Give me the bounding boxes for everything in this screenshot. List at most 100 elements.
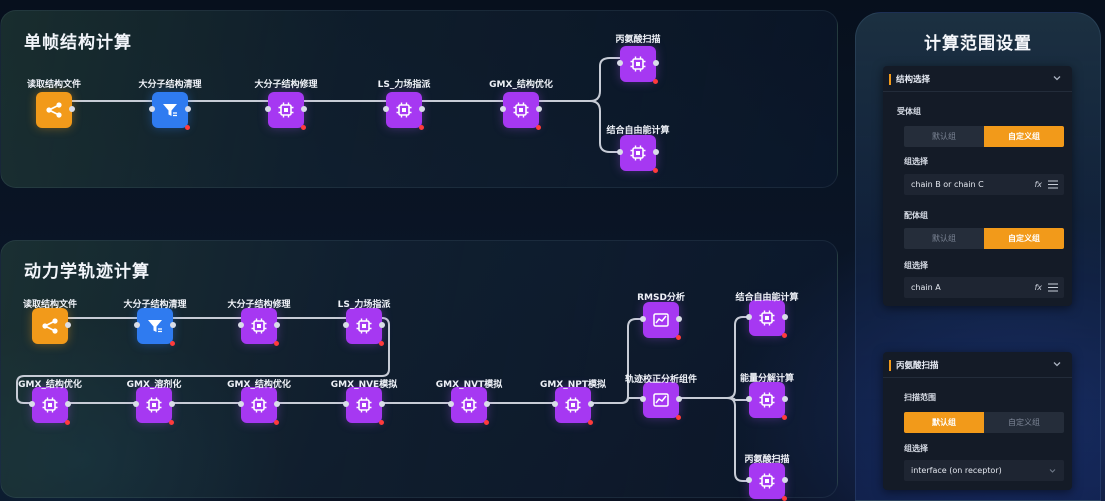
chip-icon	[759, 310, 775, 326]
single-label-binding-energy: 结合自由能计算	[606, 126, 670, 136]
chip-icon	[251, 397, 267, 413]
ligand-group-toggle: 默认组 自定义组	[904, 228, 1064, 249]
dyn-label-optimize: GMX_结构优化	[18, 380, 82, 390]
dyn-node-clean[interactable]	[134, 308, 176, 346]
structure-card-header[interactable]: 结构选择	[883, 66, 1072, 92]
chevron-down-icon[interactable]	[1051, 72, 1063, 84]
ligand-group-label: 配体组	[904, 211, 928, 220]
ligand-default-option[interactable]: 默认组	[904, 228, 984, 249]
chip-icon	[42, 397, 58, 413]
single-node-optimize[interactable]	[500, 92, 542, 130]
ligand-group-select-label: 组选择	[904, 261, 928, 270]
single-label-optimize: GMX_结构优化	[489, 80, 553, 90]
dyn-label-solvate: GMX_溶剂化	[126, 380, 182, 390]
single-node-forcefield[interactable]	[383, 92, 425, 130]
dyn-label-trajectory-analysis: 轨迹校正分析组件	[624, 375, 698, 385]
receptor-group-label: 受体组	[897, 107, 921, 116]
receptor-default-option[interactable]: 默认组	[904, 126, 984, 147]
filter-icon	[163, 104, 177, 117]
alanine-scan-card: 丙氨酸扫描 扫描范围 默认组 自定义组 组选择 interface (on re…	[883, 352, 1072, 490]
chip-icon	[759, 392, 775, 408]
dyn-node-optimize-2[interactable]	[238, 387, 280, 425]
single-node-alanine-scan[interactable]	[617, 46, 659, 84]
dyn-node-nvt[interactable]	[448, 387, 490, 425]
single-label-repair: 大分子结构修理	[254, 80, 318, 90]
dyn-label-nve: GMX_NVE模拟	[330, 380, 398, 390]
chip-icon	[251, 318, 267, 334]
chevron-down-icon	[1049, 469, 1056, 473]
dyn-node-forcefield[interactable]	[343, 308, 385, 346]
list-icon[interactable]	[1048, 180, 1058, 189]
single-label-forcefield: LS_力场指派	[377, 80, 431, 90]
dyn-label-clean: 大分子结构清理	[123, 300, 187, 310]
scan-range-label: 扫描范围	[904, 393, 936, 402]
settings-title: 计算范围设置	[924, 34, 1032, 54]
dyn-node-solvate[interactable]	[133, 387, 175, 425]
chip-icon	[356, 318, 372, 334]
dyn-label-nvt: GMX_NVT模拟	[435, 380, 503, 390]
dyn-label-repair: 大分子结构修理	[227, 300, 291, 310]
scan-custom-option[interactable]: 自定义组	[984, 412, 1064, 433]
chart-icon	[653, 393, 669, 407]
single-node-binding-energy[interactable]	[617, 135, 659, 173]
single-label-clean: 大分子结构清理	[138, 80, 202, 90]
receptor-group-toggle: 默认组 自定义组	[904, 126, 1064, 147]
dyn-label-alanine-scan: 丙氨酸扫描	[744, 455, 790, 465]
receptor-group-select-label: 组选择	[904, 157, 928, 166]
single-node-read-file[interactable]	[36, 92, 75, 128]
dyn-label-read-file: 读取结构文件	[22, 300, 78, 310]
chip-icon	[759, 473, 775, 489]
dyn-label-optimize-2: GMX_结构优化	[227, 380, 291, 390]
dyn-label-binding-energy: 结合自由能计算	[735, 293, 799, 303]
dyn-node-repair[interactable]	[238, 308, 280, 346]
chip-icon	[565, 397, 581, 413]
structure-selection-card: 结构选择 受体组 默认组 自定义组 组选择 chain B or chain C…	[883, 66, 1072, 306]
single-node-repair[interactable]	[265, 92, 307, 130]
chip-icon	[278, 102, 294, 118]
chart-icon	[653, 313, 669, 327]
chip-icon	[356, 397, 372, 413]
chevron-down-icon[interactable]	[1051, 358, 1063, 370]
dyn-label-npt: GMX_NPT模拟	[539, 380, 607, 390]
share-icon	[42, 318, 58, 334]
single-frame-title: 单帧结构计算	[24, 33, 132, 53]
ligand-custom-option[interactable]: 自定义组	[984, 228, 1064, 249]
dyn-node-binding-energy[interactable]	[746, 300, 788, 338]
chip-icon	[630, 145, 646, 161]
single-node-clean[interactable]	[149, 92, 191, 130]
receptor-group-input[interactable]: chain B or chain C fx	[904, 174, 1064, 195]
dyn-node-alanine-scan[interactable]	[746, 463, 788, 501]
scan-group-select[interactable]: interface (on receptor)	[904, 460, 1064, 481]
receptor-custom-option[interactable]: 自定义组	[984, 126, 1064, 147]
fx-icon[interactable]: fx	[1034, 283, 1042, 292]
chip-icon	[630, 56, 646, 72]
share-icon	[46, 102, 62, 118]
scan-range-toggle: 默认组 自定义组	[904, 412, 1064, 433]
chip-icon	[396, 102, 412, 118]
dyn-label-forcefield: LS_力场指派	[337, 300, 391, 310]
scan-default-option[interactable]: 默认组	[904, 412, 984, 433]
chip-icon	[146, 397, 162, 413]
dyn-node-trajectory-analysis[interactable]	[640, 382, 682, 420]
dyn-node-nve[interactable]	[343, 387, 385, 425]
scan-card-header[interactable]: 丙氨酸扫描	[883, 352, 1072, 378]
dyn-node-optimize[interactable]	[29, 387, 71, 425]
scan-card-title: 丙氨酸扫描	[896, 361, 939, 371]
dyn-node-npt[interactable]	[552, 387, 594, 425]
ligand-group-input[interactable]: chain A fx	[904, 277, 1064, 298]
scan-group-label: 组选择	[904, 444, 928, 453]
dynamics-title: 动力学轨迹计算	[24, 262, 150, 282]
dyn-label-rmsd: RMSD分析	[637, 293, 685, 303]
list-icon[interactable]	[1048, 283, 1058, 292]
single-label-read-file: 读取结构文件	[26, 80, 82, 90]
dyn-node-energy-decomp[interactable]	[746, 382, 788, 420]
dyn-label-energy-decomp: 能量分解计算	[739, 374, 795, 384]
dyn-node-read-file[interactable]	[32, 308, 71, 344]
filter-icon	[148, 320, 162, 333]
chip-icon	[513, 102, 529, 118]
fx-icon[interactable]: fx	[1034, 180, 1042, 189]
structure-card-title: 结构选择	[896, 75, 931, 85]
dyn-node-rmsd[interactable]	[640, 302, 682, 340]
single-label-alanine-scan: 丙氨酸扫描	[615, 35, 661, 45]
chip-icon	[461, 397, 477, 413]
